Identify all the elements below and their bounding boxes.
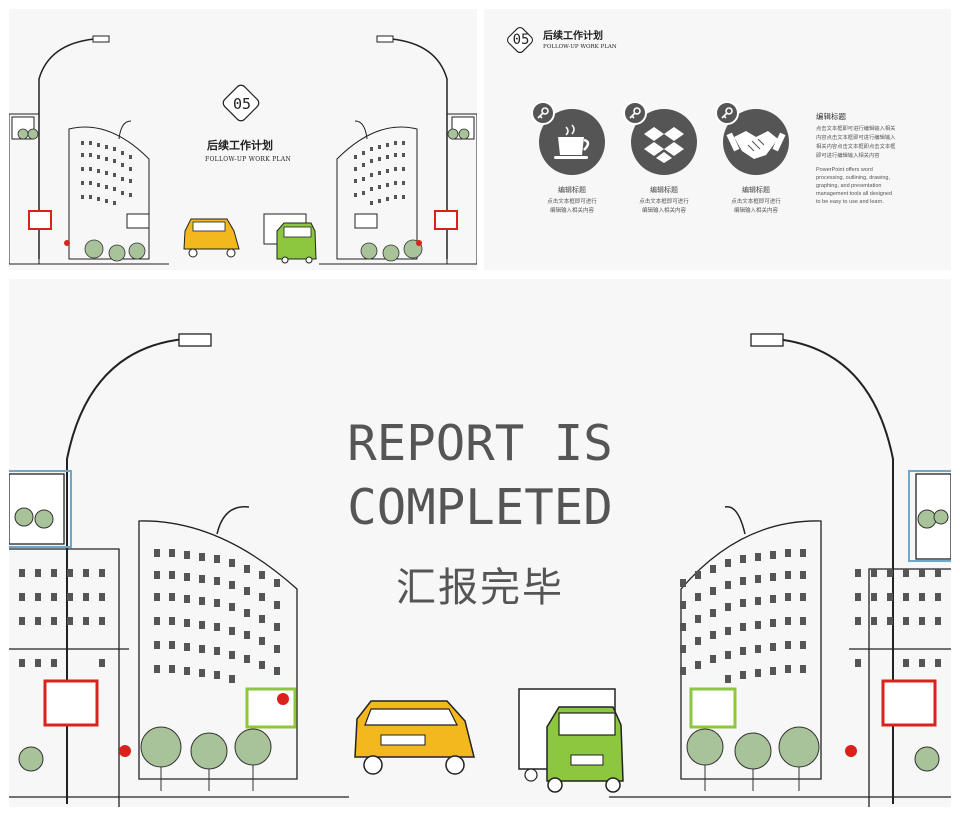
side-body-en-line3: graphing, and presentation [816, 183, 882, 189]
section-subtitle: FOLLOW-UP WORK PLAN [205, 156, 292, 163]
slide-thumbnail-work-plan[interactable]: 05 后续工作计划 FOLLOW-UP WORK PLAN 编辑标题 点击文本框… [484, 9, 951, 270]
section-title: 后续工作计划 [543, 31, 603, 42]
truck-icon [518, 688, 624, 793]
side-body-en-line5: to be easy to use and learn. [816, 199, 884, 205]
side-body-cn-line3: 相关内容点击文本框即点击文本框 [816, 144, 896, 150]
item-3-desc-line1: 点击文本框即可进行 [731, 199, 781, 205]
city-sketch-illustration [9, 35, 477, 265]
completed-title-cn: 汇报完毕 [396, 565, 564, 611]
side-body-cn-line2: 内容点击文本框即可进行编辑输入 [816, 135, 896, 141]
side-body-en-line2: processing, outlining, drawing, [816, 175, 890, 181]
item-2-desc-line1: 点击文本框即可进行 [639, 199, 689, 205]
section-number: 05 [232, 95, 252, 113]
side-body-en-line4: management tools all designed [816, 191, 893, 197]
side-body-cn-line1: 点击文本框即可进行编辑输入相关 [816, 126, 896, 132]
completed-title-line2: COMPLETED [347, 479, 613, 536]
item-1-title: 编辑标题 [558, 186, 586, 194]
item-3-title: 编辑标题 [742, 186, 770, 194]
taxi-car-icon [183, 218, 240, 258]
section-number-badge [222, 84, 260, 122]
side-body-en-line1: PowerPoint offers word [816, 167, 873, 173]
taxi-car-icon [354, 700, 475, 775]
completed-title-line1: REPORT IS [347, 415, 613, 472]
item-1-desc-line1: 点击文本框即可进行 [547, 199, 597, 205]
item-3-desc-line2: 编辑输入相关内容 [733, 208, 778, 214]
dropbox-icon [644, 127, 684, 163]
item-2-desc-line2: 编辑输入相关内容 [641, 208, 686, 214]
item-2-title: 编辑标题 [650, 186, 678, 194]
coffee-cup-icon [554, 124, 590, 159]
city-sketch-illustration [9, 333, 951, 807]
side-body-cn-line4: 即可进行编辑输入相关内容 [816, 153, 880, 159]
side-heading: 编辑标题 [816, 112, 846, 121]
section-subtitle: FOLLOW-UP WORK PLAN [543, 44, 617, 50]
slide-thumbnail-section-05[interactable]: 05 后续工作计划 FOLLOW-UP WORK PLAN [9, 9, 477, 270]
item-1-desc-line2: 编辑输入相关内容 [549, 208, 594, 214]
slide-graphics [506, 26, 789, 175]
truck-icon [263, 213, 317, 264]
section-title: 后续工作计划 [207, 139, 273, 152]
slide-report-completed[interactable]: REPORT IS COMPLETED 汇报完毕 [9, 279, 951, 807]
section-number: 05 [512, 32, 530, 48]
